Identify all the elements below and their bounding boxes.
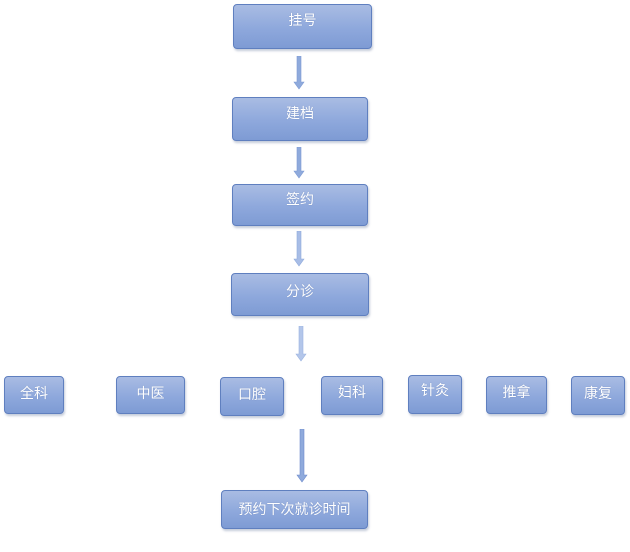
step-sign-contract: 签约 xyxy=(232,184,368,226)
arrow-down-icon xyxy=(293,147,305,179)
dept-acupuncture: 针灸 xyxy=(408,375,462,414)
step-register: 挂号 xyxy=(233,4,372,49)
dept-acupuncture-label: 针灸 xyxy=(421,382,449,399)
arrow-down-icon xyxy=(295,326,307,362)
dept-massage: 推拿 xyxy=(486,376,547,414)
dept-gynecology: 妇科 xyxy=(321,376,383,415)
step-sign-contract-label: 签约 xyxy=(286,192,314,208)
step-create-file-label: 建档 xyxy=(286,106,314,122)
step-book-next-visit: 预约下次就诊时间 xyxy=(221,490,368,529)
dept-gynecology-label: 妇科 xyxy=(338,384,366,401)
dept-dental: 口腔 xyxy=(220,377,284,416)
dept-rehabilitation-label: 康复 xyxy=(584,385,612,402)
arrow-down-icon xyxy=(296,429,308,483)
step-triage-label: 分诊 xyxy=(286,283,314,300)
dept-general-label: 全科 xyxy=(20,386,48,402)
arrow-down-icon xyxy=(293,231,305,267)
dept-rehabilitation: 康复 xyxy=(571,376,625,415)
dept-general: 全科 xyxy=(4,376,64,414)
dept-tcm: 中医 xyxy=(116,376,185,414)
step-register-label: 挂号 xyxy=(288,12,317,29)
dept-dental-label: 口腔 xyxy=(238,386,266,403)
step-triage: 分诊 xyxy=(231,273,369,316)
dept-tcm-label: 中医 xyxy=(136,386,165,402)
arrow-down-icon xyxy=(293,56,305,90)
step-create-file: 建档 xyxy=(232,97,368,141)
step-book-next-visit-label: 预约下次就诊时间 xyxy=(238,501,351,518)
dept-massage-label: 推拿 xyxy=(502,385,531,401)
